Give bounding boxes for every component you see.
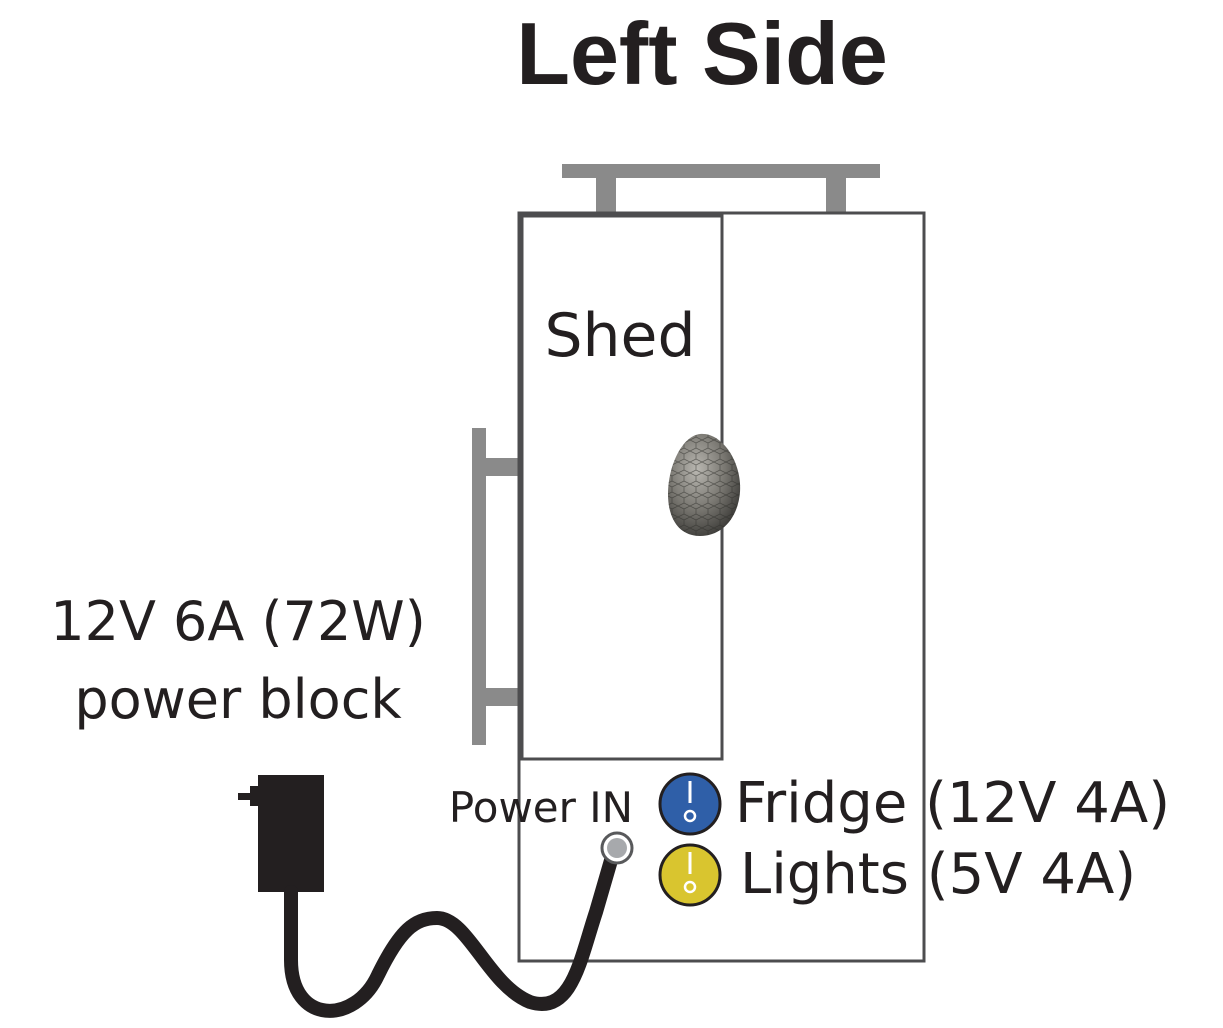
power-in-jack-icon[interactable]	[600, 831, 634, 865]
page-title: Left Side	[516, 4, 888, 103]
lights-switch-button[interactable]	[658, 843, 722, 907]
shed-label: Shed	[544, 301, 695, 371]
fridge-switch-label: Fridge (12V 4A)	[735, 771, 1170, 836]
fridge-switch-button[interactable]	[658, 772, 722, 836]
lights-switch-label: Lights (5V 4A)	[740, 842, 1136, 907]
power-cable	[284, 843, 621, 1018]
power-block-label-line2: power block	[74, 668, 402, 731]
fridge-switch[interactable]	[658, 772, 722, 836]
top-rail	[562, 164, 880, 214]
side-rail	[472, 428, 522, 745]
power-adapter-icon	[238, 775, 324, 892]
cabinet-outline	[517, 211, 926, 963]
lights-switch[interactable]	[658, 843, 722, 907]
power-in-label: Power IN	[449, 783, 633, 832]
power-block-label-line1: 12V 6A (72W)	[50, 590, 426, 653]
stone-knob-icon[interactable]	[668, 433, 741, 536]
